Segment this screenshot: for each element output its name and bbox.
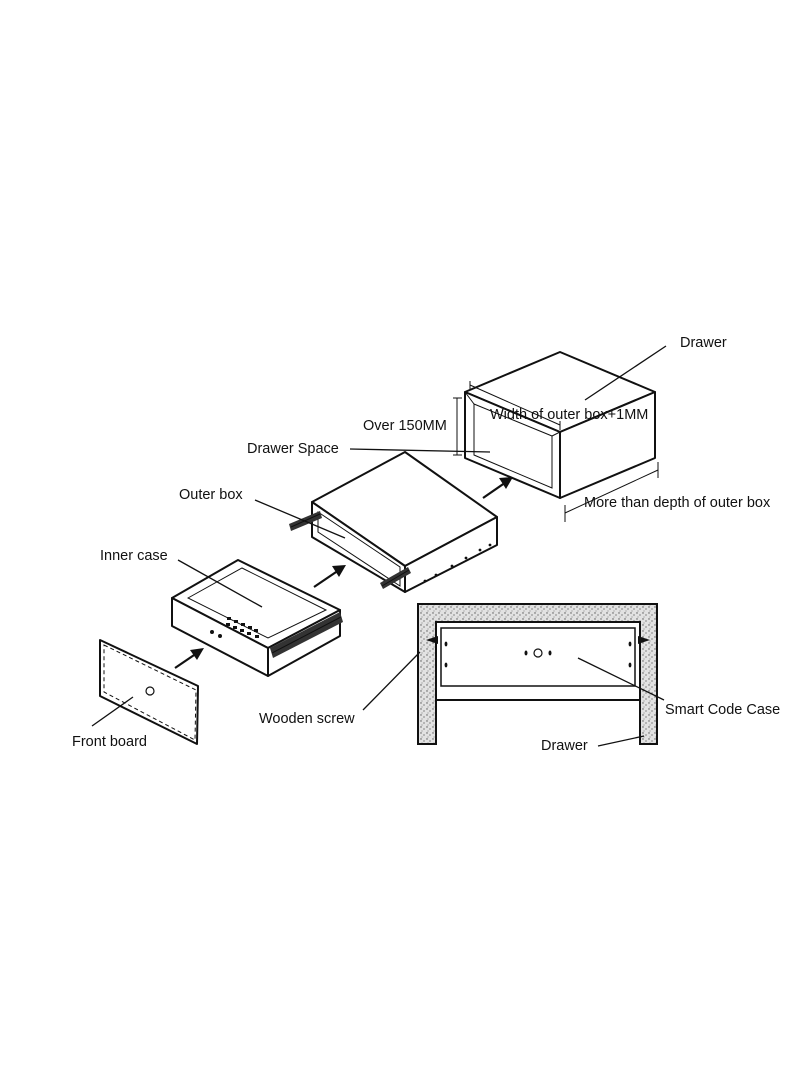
label-inner-case: Inner case: [100, 548, 168, 564]
label-drawer-top: Drawer: [680, 335, 727, 351]
outer-box: [289, 451, 498, 593]
label-smart-code-case: Smart Code Case: [665, 702, 780, 718]
labels: Drawer Width of outer box+1MM Over 150MM…: [72, 335, 780, 754]
wooden-screw-icon: [638, 636, 650, 644]
drawer-rail-right: [380, 567, 411, 589]
label-wooden-screw: Wooden screw: [259, 711, 355, 727]
wooden-screw-icon: [426, 636, 438, 644]
arrow-icon: [174, 648, 204, 669]
label-depth-outer: More than depth of outer box: [584, 495, 771, 511]
keypad-icon: [226, 617, 259, 638]
outer-box-holes: [423, 543, 492, 583]
cabinet-cross-section: [417, 603, 658, 745]
drawer-cavity: [453, 351, 659, 522]
label-front-board: Front board: [72, 734, 147, 750]
label-drawer-bottom: Drawer: [541, 738, 588, 754]
arrow-icon: [313, 565, 346, 588]
label-drawer-space: Drawer Space: [247, 441, 339, 457]
keyhole-icon: [210, 630, 214, 634]
arrow-icon: [482, 477, 513, 499]
keyhole-icon: [145, 686, 155, 696]
front-board: [99, 639, 199, 745]
label-outer-box: Outer box: [179, 487, 243, 503]
label-over-150: Over 150MM: [363, 418, 447, 434]
label-width-outer: Width of outer box+1MM: [490, 407, 648, 423]
leader-lines: [91, 345, 667, 747]
